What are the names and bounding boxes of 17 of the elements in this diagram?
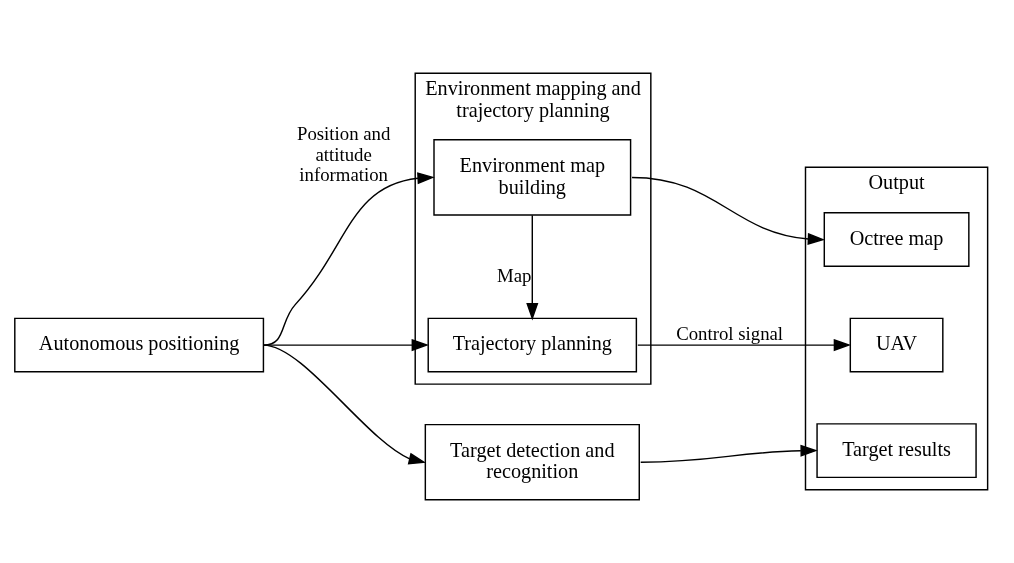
arrow: [637, 339, 852, 352]
arrow: [262, 344, 426, 465]
edge-label: Map: [497, 264, 532, 286]
edge-label: Position and attitude information: [296, 123, 391, 185]
node-box: Octree map: [823, 212, 970, 268]
arrow: [631, 176, 826, 246]
edge-label: Control signal: [676, 322, 784, 344]
node-box: Target results: [816, 423, 977, 479]
node-box: Trajectory planning: [427, 317, 638, 373]
node-box: UAV: [849, 317, 944, 373]
arrow: [640, 444, 818, 463]
node-box: Environment map building: [433, 139, 632, 216]
arrow: [262, 339, 429, 352]
node-box: Autonomous positioning: [14, 317, 265, 373]
arrow: [262, 172, 435, 346]
node-box: Target detection and recognition: [424, 423, 640, 501]
arrow: [526, 214, 539, 321]
